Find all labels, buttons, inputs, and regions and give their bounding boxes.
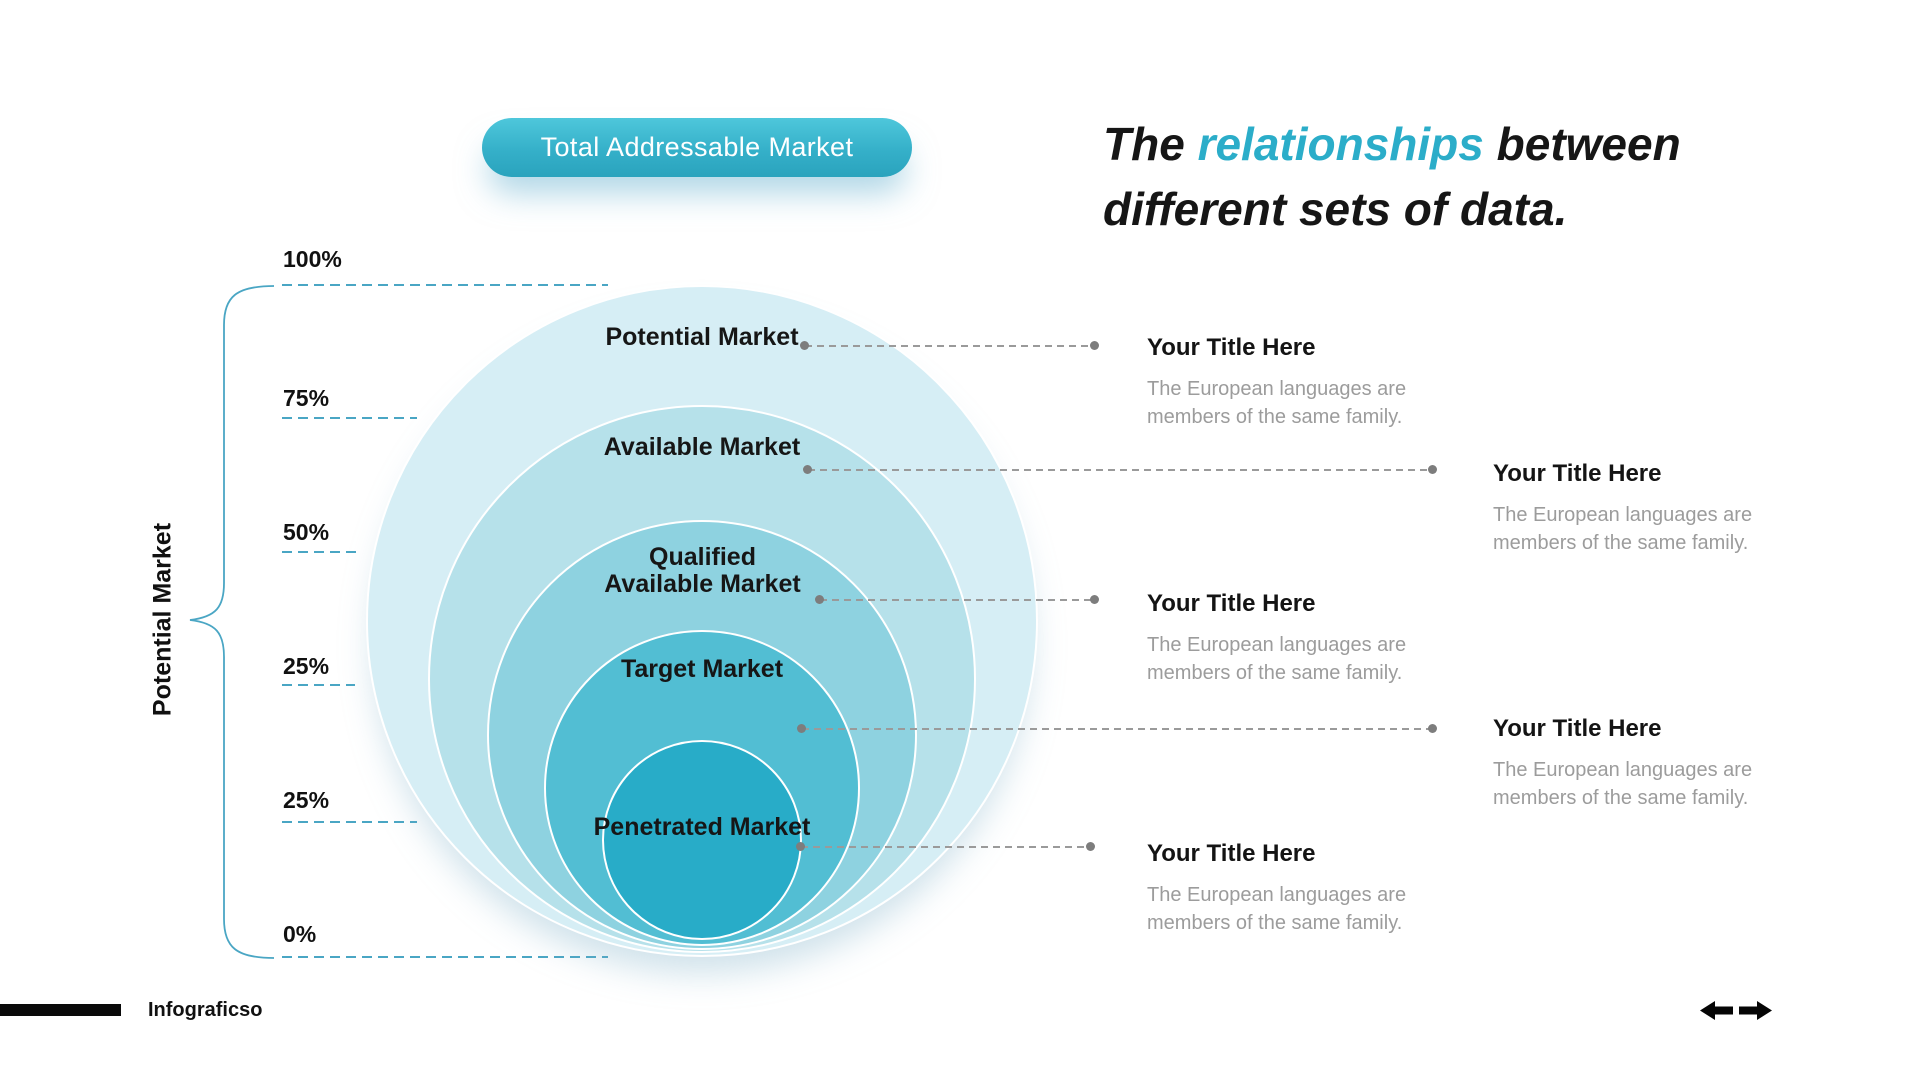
tick-line-100: [282, 284, 608, 286]
tick-100: 100%: [283, 246, 342, 272]
title-highlight: relationships: [1197, 118, 1484, 170]
callout-body: The European languages are members of th…: [1493, 759, 1753, 809]
slide-title-line2: different sets of data.: [1103, 183, 1568, 235]
brand-logo-text: Infograficso: [148, 999, 263, 1021]
tick-line-25b: [282, 821, 417, 823]
callout-body: The European languages are members of th…: [1147, 884, 1407, 934]
total-addressable-market-button[interactable]: Total Addressable Market: [482, 118, 912, 177]
tick-50: 50%: [283, 519, 330, 545]
callout-body: The European languages are members of th…: [1147, 634, 1407, 684]
ring-penetrated-market: [602, 740, 802, 940]
connector-line-2: [808, 469, 1434, 471]
title-post: between: [1496, 118, 1681, 170]
back-arrow-icon[interactable]: [1700, 1000, 1733, 1021]
slide-title: The relationships between different sets…: [1103, 112, 1763, 242]
ring-label-potential: Potential Market: [605, 323, 799, 351]
callout-target: Your Title Here The European languages a…: [1493, 715, 1803, 812]
connector-dot: [796, 842, 805, 851]
connector-line-4: [802, 728, 1434, 730]
callout-title: Your Title Here: [1147, 590, 1316, 617]
tick-line-0: [282, 956, 608, 958]
callout-body: The European languages are members of th…: [1493, 504, 1753, 554]
connector-dot: [797, 724, 806, 733]
ring-label-target: Target Market: [620, 655, 784, 683]
connector-dot: [1090, 341, 1099, 350]
callout-title: Your Title Here: [1147, 334, 1316, 361]
callout-qualified: Your Title Here The European languages a…: [1147, 590, 1457, 687]
connector-line-5: [801, 846, 1092, 848]
callout-potential: Your Title Here The European languages a…: [1147, 334, 1457, 431]
ring-label-penetrated: Penetrated Market: [593, 813, 811, 841]
title-pre: The: [1103, 118, 1185, 170]
ring-label-qualified: Qualified Available Market: [604, 543, 801, 598]
tick-line-75: [282, 417, 417, 419]
ring-label-available: Available Market: [603, 433, 801, 461]
footer-accent-bar: [0, 1004, 121, 1016]
connector-dot: [800, 341, 809, 350]
callout-title: Your Title Here: [1147, 840, 1316, 867]
axis-side-label: Potential Market: [148, 522, 177, 717]
connector-dot: [815, 595, 824, 604]
callout-title: Your Title Here: [1493, 460, 1662, 487]
connector-dot: [1428, 724, 1437, 733]
tick-line-50: [282, 551, 357, 553]
tick-25b: 25%: [283, 787, 330, 813]
connector-dot: [803, 465, 812, 474]
connector-dot: [1428, 465, 1437, 474]
tick-line-25a: [282, 684, 355, 686]
slide-title-line1: The relationships between: [1103, 112, 1763, 177]
connector-dot: [1086, 842, 1095, 851]
brace-bracket: [189, 285, 275, 959]
connector-line-3: [820, 599, 1096, 601]
tick-25a: 25%: [283, 653, 330, 679]
slide-nav-arrows: [1700, 1000, 1772, 1021]
connector-line-1: [805, 345, 1096, 347]
tick-75: 75%: [283, 385, 330, 411]
callout-body: The European languages are members of th…: [1147, 378, 1407, 428]
tick-0: 0%: [283, 921, 317, 947]
callout-available: Your Title Here The European languages a…: [1493, 460, 1803, 557]
connector-dot: [1090, 595, 1099, 604]
forward-arrow-icon[interactable]: [1739, 1000, 1772, 1021]
callout-title: Your Title Here: [1493, 715, 1662, 742]
callout-penetrated: Your Title Here The European languages a…: [1147, 840, 1457, 937]
